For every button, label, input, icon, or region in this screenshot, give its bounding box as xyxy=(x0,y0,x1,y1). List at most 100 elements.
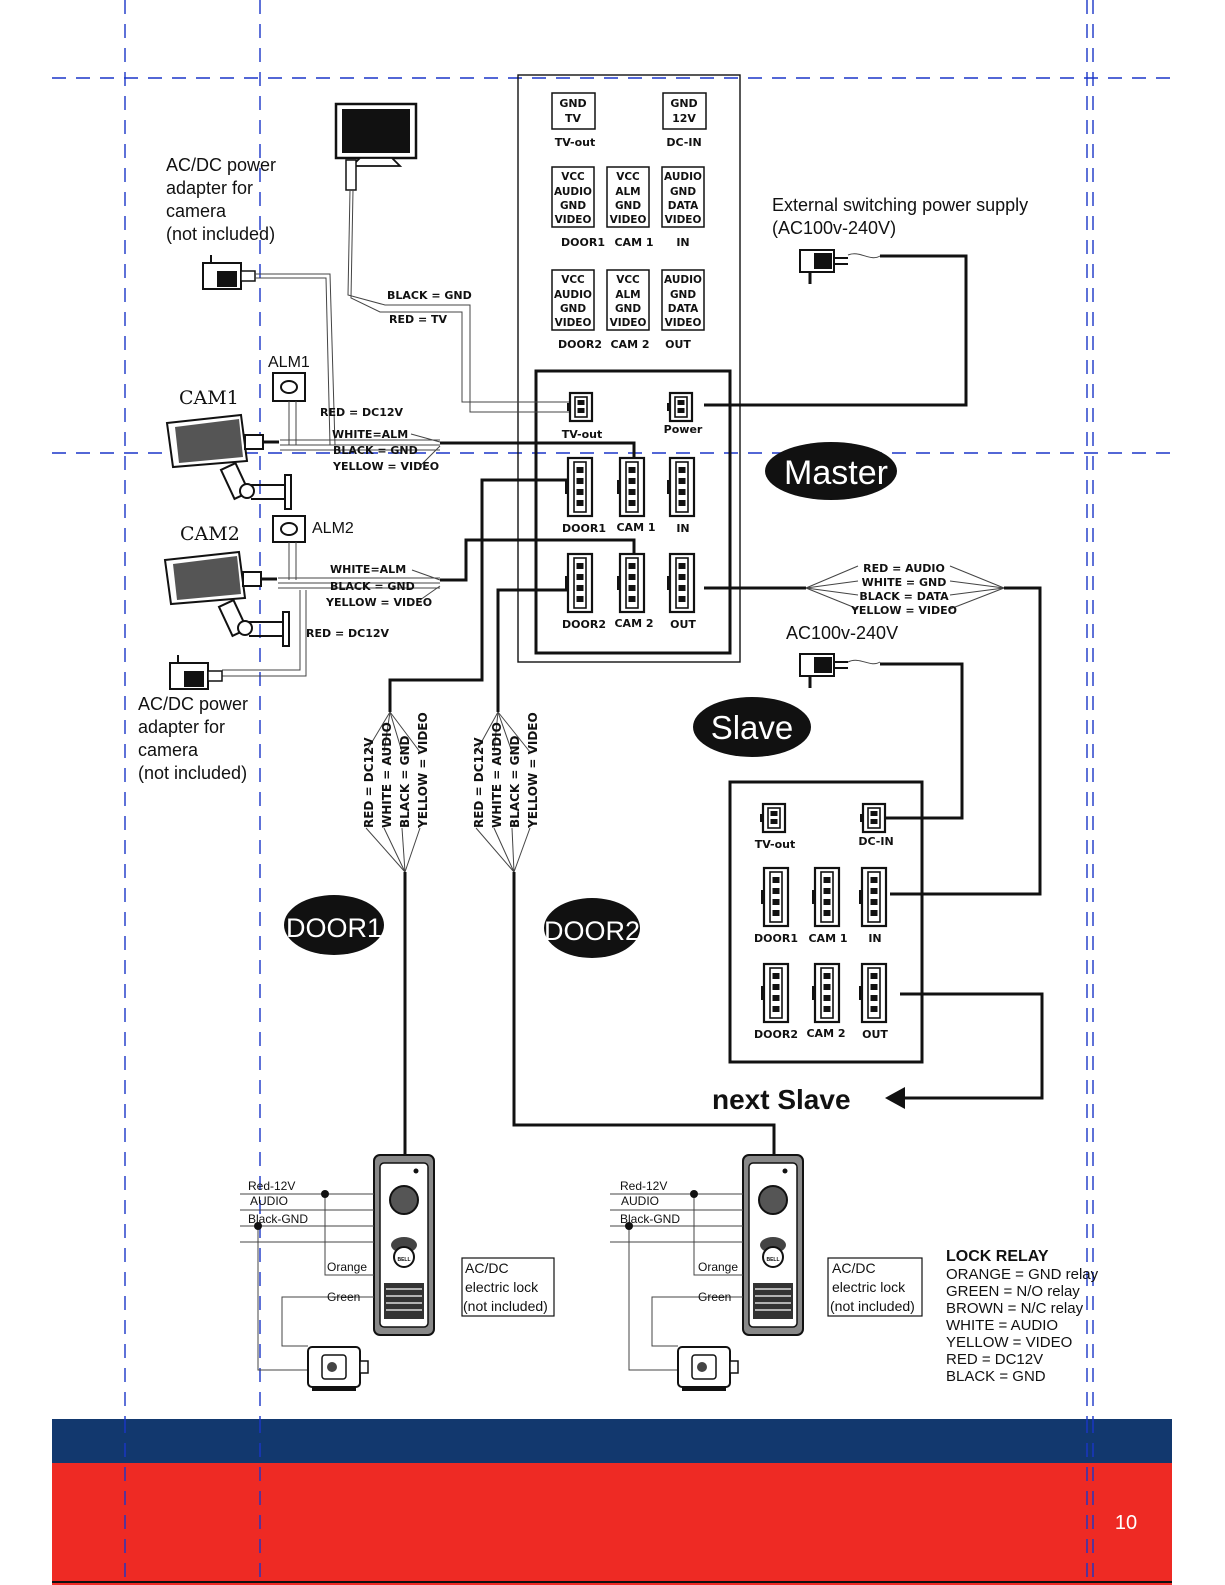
svg-text:RED = DC12V: RED = DC12V xyxy=(946,1351,1043,1368)
wire-orange: Orange xyxy=(698,1260,738,1274)
connector-slave-out xyxy=(857,962,888,1024)
svg-text:VIDEO: VIDEO xyxy=(610,214,647,226)
svg-text:AUDIO: AUDIO xyxy=(664,274,702,286)
port-dcin: GND 12V DC-IN xyxy=(662,92,707,149)
svg-text:VCC: VCC xyxy=(561,171,585,183)
connector-label-master-door1: DOOR1 xyxy=(562,522,606,535)
svg-text:GND: GND xyxy=(670,97,697,110)
svg-text:GND: GND xyxy=(560,303,586,315)
svg-text:Slave: Slave xyxy=(711,709,794,746)
door-station-2: BELL Red-12V AUDIO Black-GND Orange Gree… xyxy=(610,1154,923,1392)
cam2-wire-red: RED = DC12V xyxy=(306,627,390,640)
svg-text:RED = DC12V: RED = DC12V xyxy=(472,737,486,828)
svg-text:ORANGE = GND relay: ORANGE = GND relay xyxy=(946,1266,1099,1283)
svg-text:VIDEO: VIDEO xyxy=(610,317,647,329)
cam1-label: CAM1 xyxy=(179,387,239,409)
master-monitor: GND TV TV-out GND 12V DC-IN VCC AUDIO GN… xyxy=(517,74,741,663)
cam1-wire-yellow: YELLOW = VIDEO xyxy=(332,460,439,473)
wire-audio: AUDIO xyxy=(621,1194,659,1208)
connector-label-master-cam2: CAM 2 xyxy=(614,617,653,630)
svg-text:GND: GND xyxy=(559,97,586,110)
camera-icon xyxy=(163,550,291,648)
bell-label: BELL xyxy=(397,1257,410,1263)
arrow-left-icon xyxy=(885,1087,905,1109)
slave-badge: Slave xyxy=(693,697,811,757)
port-label-cam2: CAM 2 xyxy=(610,338,649,351)
cam2-wire-black: BLACK = GND xyxy=(330,580,415,593)
svg-text:WHITE = AUDIO: WHITE = AUDIO xyxy=(946,1317,1058,1334)
slave-power-label: AC100v-240V xyxy=(786,623,898,643)
next-slave-label: next Slave xyxy=(712,1084,851,1115)
svg-text:AUDIO: AUDIO xyxy=(554,186,592,198)
svg-text:VCC: VCC xyxy=(616,274,640,286)
connector-master-power xyxy=(665,391,694,423)
slave-monitor: TV-out DC-IN DOOR1 CAM 1 IN DOOR2 CAM 2 … xyxy=(728,780,924,1064)
svg-text:AC/DC power: AC/DC power xyxy=(166,155,276,175)
connector-master-in xyxy=(665,456,696,518)
port-cam1: VCC ALM GND VIDEO CAM 1 xyxy=(606,166,654,249)
svg-text:VIDEO: VIDEO xyxy=(665,214,702,226)
wire-black-gnd: Black-GND xyxy=(248,1212,308,1226)
port-label-in: IN xyxy=(676,236,689,249)
cam2-wire-white: WHITE=ALM xyxy=(330,563,406,576)
connector-slave-door2 xyxy=(759,962,790,1024)
connector-slave-cam2 xyxy=(810,962,841,1024)
cam2-label: CAM2 xyxy=(180,523,240,545)
external-power-supply: External switching power supply (AC100v-… xyxy=(704,195,1028,407)
connector-slave-cam1 xyxy=(810,866,841,928)
svg-text:DOOR1: DOOR1 xyxy=(286,913,382,943)
svg-text:GREEN = N/O relay: GREEN = N/O relay xyxy=(946,1283,1080,1300)
port-tv: GND TV TV-out xyxy=(551,92,596,149)
connector-label-slave-dcin: DC-IN xyxy=(858,835,893,848)
svg-text:RED = AUDIO: RED = AUDIO xyxy=(863,562,945,575)
connector-label-slave-door2: DOOR2 xyxy=(754,1028,798,1041)
bell-label: BELL xyxy=(766,1257,779,1263)
port-label-cam1: CAM 1 xyxy=(614,236,653,249)
connector-label-master-power: Power xyxy=(664,423,703,436)
red-band xyxy=(52,1463,1172,1585)
svg-text:GND: GND xyxy=(670,186,696,198)
door1-badge: DOOR1 xyxy=(284,895,384,955)
svg-text:electric lock: electric lock xyxy=(832,1279,906,1295)
lock-relay-legend: LOCK RELAY ORANGE = GND relay GREEN = N/… xyxy=(946,1248,1099,1385)
external-power-label-2: (AC100v-240V) xyxy=(772,218,896,238)
svg-text:ALM: ALM xyxy=(615,289,640,301)
connector-label-master-cam1: CAM 1 xyxy=(616,521,655,534)
slave-power-plug-icon xyxy=(798,652,850,690)
port-label-tv: TV-out xyxy=(555,136,595,149)
svg-text:electric lock: electric lock xyxy=(465,1279,539,1295)
connector-slave-door1 xyxy=(759,866,790,928)
svg-text:DOOR2: DOOR2 xyxy=(544,916,640,946)
svg-text:AC/DC: AC/DC xyxy=(832,1260,876,1276)
svg-text:camera: camera xyxy=(138,740,199,760)
svg-text:BLACK = GND: BLACK = GND xyxy=(398,736,412,828)
tv-wire-black: BLACK = GND xyxy=(387,289,472,302)
door-wire-bundles: RED = DC12V WHITE = AUDIO BLACK = GND YE… xyxy=(362,478,776,1155)
connector-label-master-door2: DOOR2 xyxy=(562,618,606,631)
cam2-wire-yellow: YELLOW = VIDEO xyxy=(325,596,432,609)
wire-green: Green xyxy=(327,1290,360,1304)
external-power-plug-icon xyxy=(798,248,850,286)
alm2-label: ALM2 xyxy=(312,520,354,537)
connector-slave-dcin xyxy=(858,802,887,834)
connector-master-out xyxy=(665,552,696,614)
svg-text:WHITE = AUDIO: WHITE = AUDIO xyxy=(380,722,394,828)
wire-audio: AUDIO xyxy=(250,1194,288,1208)
svg-text:adapter for: adapter for xyxy=(166,178,253,198)
svg-text:YELLOW = VIDEO: YELLOW = VIDEO xyxy=(526,712,540,829)
svg-text:YELLOW = VIDEO: YELLOW = VIDEO xyxy=(850,604,957,617)
svg-text:AC/DC power: AC/DC power xyxy=(138,694,248,714)
svg-text:DATA: DATA xyxy=(668,200,699,212)
connector-label-slave-tvout: TV-out xyxy=(755,838,795,851)
port-label-door1: DOOR1 xyxy=(561,236,605,249)
doorbell-icon xyxy=(373,1154,435,1336)
connector-master-cam2 xyxy=(615,552,646,614)
cam2: CAM2 ALM2 WHITE=ALM BLACK = GND YELLOW =… xyxy=(163,515,636,677)
cam1-wire-white: WHITE=ALM xyxy=(332,428,408,441)
external-power-label-1: External switching power supply xyxy=(772,195,1028,215)
cam1-wire-black: BLACK = GND xyxy=(333,444,418,457)
connector-master-door1 xyxy=(563,456,594,518)
cam1-wire-red: RED = DC12V xyxy=(320,406,404,419)
svg-text:YELLOW = VIDEO: YELLOW = VIDEO xyxy=(946,1334,1072,1351)
port-door1: VCC AUDIO GND VIDEO DOOR1 xyxy=(551,166,605,249)
